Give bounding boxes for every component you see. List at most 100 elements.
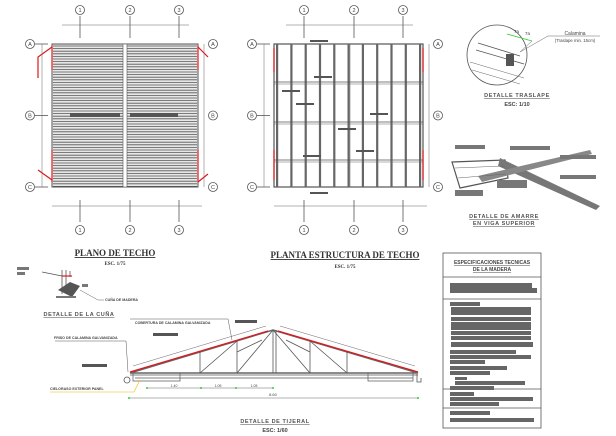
dimension-tick	[146, 387, 148, 389]
diagonal-web	[199, 340, 238, 374]
label-placeholder	[82, 364, 107, 367]
planta-estructura-axis-right-B-label: B	[436, 114, 440, 120]
detalle-tijeral-title: DETALLE DE TIJERAL	[240, 419, 309, 425]
detalle-cuna-title: DETALLE DE LA CUÑA	[44, 311, 115, 318]
slope-dimension	[279, 325, 416, 367]
slope-arrow-left	[70, 113, 120, 117]
especificaciones-title-1: ESPECIFICACIONES TECNICAS	[454, 260, 531, 266]
plano-techo-axis-right-B-label: B	[211, 114, 215, 120]
label-placeholder	[153, 333, 178, 336]
planta-estructura-axis-B-label: B	[250, 114, 254, 120]
plano-techo-axis-bottom-2-bubble	[125, 225, 135, 235]
plano-techo-axis-1-bubble	[75, 5, 85, 15]
member-label-placeholder	[310, 192, 328, 194]
planta-estructura-axis-A-bubble	[247, 39, 257, 49]
roof-sheet-red	[129, 330, 269, 373]
rafter	[404, 44, 407, 187]
plano-techo-axis-bottom-2-label: 2	[128, 228, 131, 234]
plano-techo-axis-right-A-label: A	[211, 42, 215, 48]
slope-dimension	[132, 325, 267, 367]
member-label-placeholder	[296, 103, 314, 105]
rafter	[333, 44, 336, 187]
diagonal-web	[285, 339, 311, 353]
planta-estructura-axis-bottom-1-label: 1	[302, 228, 305, 234]
planta-estructura-axis-A-label: A	[250, 42, 254, 48]
gutter	[416, 374, 422, 383]
eave-soffit	[132, 372, 181, 382]
tijeral-dim-base-1: 1.40	[171, 384, 178, 388]
planta-estructura-axis-2-bubble	[349, 5, 359, 15]
planta-estructura-axis-bottom-1-bubble	[299, 225, 309, 235]
detalle-traslape-title: DETALLE TRASLAPE	[484, 93, 550, 99]
planta-estructura-scale: ESC. 1/75	[334, 265, 356, 270]
plano-techo-title: PLANO DE TECHO	[75, 248, 156, 258]
rafter	[318, 44, 322, 187]
plano-techo-axis-1-label: 1	[78, 8, 81, 14]
plano-techo-axis-B-label: B	[28, 114, 32, 120]
dimension-tick	[272, 387, 274, 389]
member-label-placeholder	[282, 90, 300, 92]
rafter	[376, 44, 379, 187]
plano-techo-axis-right-C-label: C	[211, 185, 215, 191]
plano-techo-axis-3-bubble	[174, 5, 184, 15]
dimension-tick	[235, 387, 237, 389]
detalle-tijeral-scale: ESC: 1/60	[262, 428, 287, 434]
leader-friso	[55, 340, 129, 373]
diagonal-web	[309, 340, 348, 374]
plano-techo-axis-A-label: A	[28, 42, 32, 48]
rafter	[290, 44, 293, 187]
plano-techo-axis-B-bubble	[25, 110, 35, 121]
rafter	[361, 44, 364, 187]
tijeral-label-cobertura: COBERTURA DE CALAMINA GALVANIZADA	[135, 321, 211, 325]
plano-techo-axis-right-A-bubble	[208, 39, 218, 49]
member-label-placeholder	[370, 113, 388, 115]
member-label-placeholder	[338, 128, 356, 130]
planta-estructura-axis-bottom-3-label: 3	[401, 228, 404, 234]
tijeral-label-cielo: CIELORASO EXTERIOR PANEL	[50, 387, 104, 391]
eave-soffit	[367, 372, 414, 382]
traslape-label-calamina: Calamina	[564, 31, 585, 37]
downspout-line	[37, 46, 53, 78]
leader-cielo	[50, 379, 141, 393]
member-label-placeholder	[310, 40, 328, 42]
rafter	[419, 44, 422, 187]
member-label-placeholder	[356, 150, 374, 152]
dimension-tick	[417, 397, 419, 399]
plano-techo-axis-right-C-bubble	[208, 182, 218, 192]
planta-estructura-axis-C-label: C	[250, 185, 254, 191]
detalle-amarre-drawing	[451, 145, 600, 210]
dimension-tick	[200, 387, 202, 389]
roof-sheet-red	[277, 330, 419, 373]
plano-techo-axis-2-label: 2	[128, 8, 131, 14]
planta-estructura-axis-1-bubble	[299, 5, 309, 15]
plano-techo-axis-2-bubble	[125, 5, 135, 15]
planta-estructura-axis-right-A-label: A	[436, 42, 440, 48]
detalle-traslape-drawing	[466, 24, 600, 86]
detalle-tijeral-drawing	[50, 318, 422, 399]
plano-techo-axis-A-bubble	[25, 39, 35, 49]
detalle-cuna-drawing	[17, 267, 104, 301]
planta-estructura-axis-right-C-label: C	[436, 185, 440, 191]
leader-cobertura	[130, 318, 233, 341]
member-label-placeholder	[314, 76, 332, 78]
planta-estructura-axis-right-A-bubble	[433, 39, 443, 49]
slope-arrow-right	[130, 113, 178, 117]
downspout-line	[197, 173, 209, 183]
planta-estructura-axis-bottom-2-bubble	[349, 225, 359, 235]
cuna-label: CUÑA DE MADERA	[105, 297, 138, 302]
planta-estructura-axis-2-label: 2	[352, 8, 355, 14]
label-placeholder	[235, 320, 257, 323]
dimension-tick	[128, 397, 130, 399]
planta-estructura-axis-B-bubble	[247, 110, 257, 121]
plano-techo-scale: ESC. 1/75	[104, 262, 126, 267]
tijeral-dim-total: 8.60	[269, 392, 278, 397]
plano-techo-axis-3-label: 3	[177, 8, 180, 14]
truss-outline	[129, 329, 419, 374]
tijeral-label-friso: FRISO DE CALAMINA GALVANIZADA	[54, 336, 118, 340]
detalle-amarre-title-1: DETALLE DE AMARRE	[469, 214, 539, 220]
traslape-dim-1: 7a	[514, 29, 520, 34]
planta-estructura-axis-3-bubble	[398, 5, 408, 15]
